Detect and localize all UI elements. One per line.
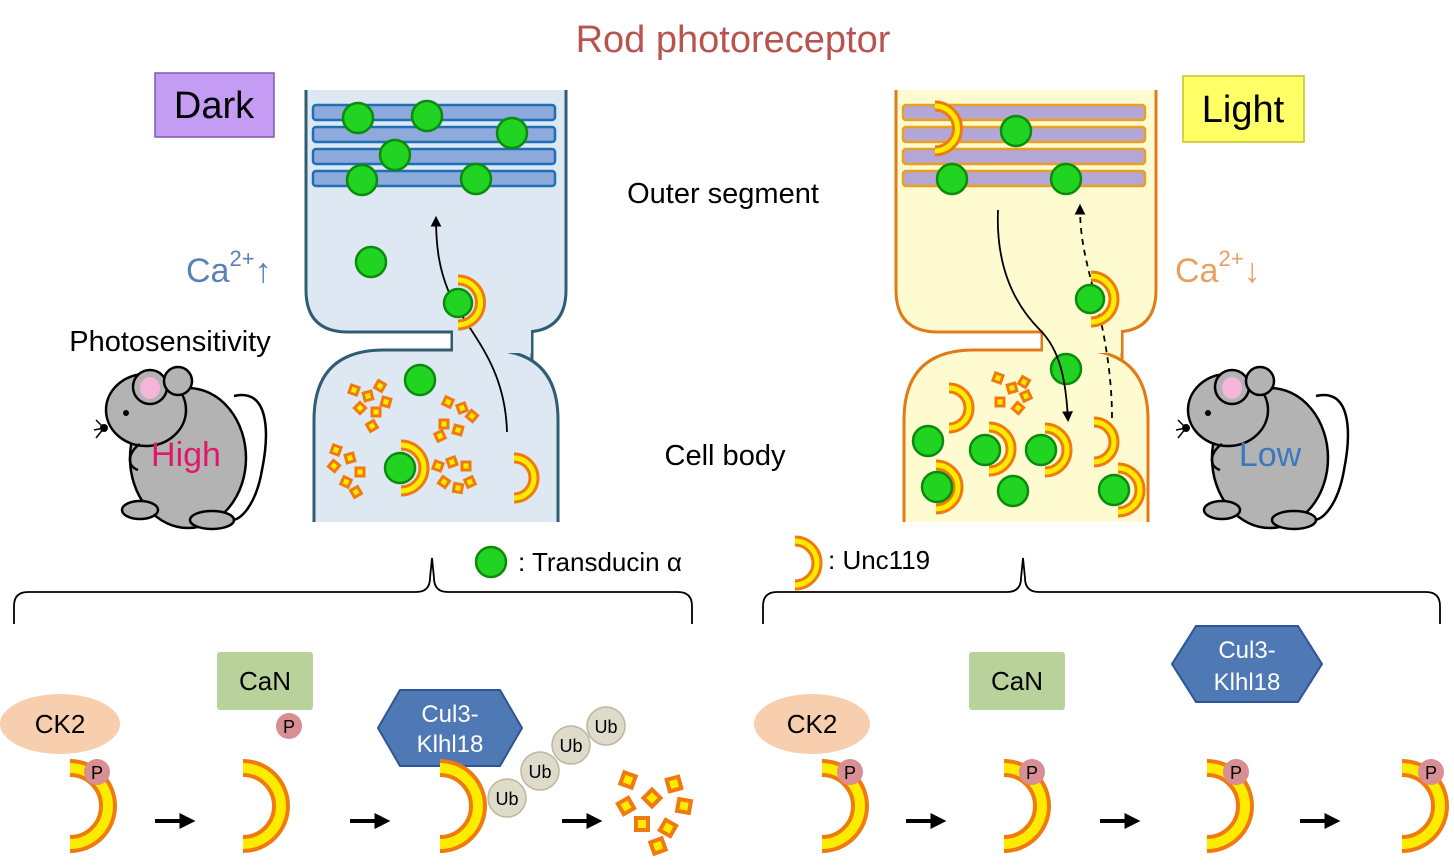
dark-rod-cell xyxy=(304,90,568,522)
ub-bubble xyxy=(487,778,527,818)
mouse-icon-light xyxy=(1175,365,1350,531)
dark-pathway: CK2 P CaN P Cul3- Klhl18 Ub Ub Ub Ub xyxy=(0,652,694,857)
svg-text:P: P xyxy=(1230,763,1242,783)
svg-text:Cul3-: Cul3- xyxy=(1218,637,1275,664)
legend-transducin-label: : Transducin α xyxy=(518,547,682,577)
ck2-light xyxy=(754,694,870,754)
photosensitivity-high: High xyxy=(151,436,221,474)
svg-text:Ub: Ub xyxy=(559,736,582,756)
light-rod-cell xyxy=(894,90,1158,522)
svg-text:Ub: Ub xyxy=(495,789,518,809)
ub-bubble xyxy=(586,706,626,746)
svg-text:P: P xyxy=(844,763,856,783)
dark-brace xyxy=(13,557,693,624)
mouse-icon-dark xyxy=(93,365,268,531)
svg-text:Klhl18: Klhl18 xyxy=(417,731,484,758)
photosensitivity-low: Low xyxy=(1239,436,1302,474)
svg-text:CK2: CK2 xyxy=(787,709,838,739)
transducin-circle xyxy=(442,287,474,319)
dark-label: Dark xyxy=(174,85,255,127)
cul3-klhl18-dark xyxy=(376,689,524,767)
svg-text:P: P xyxy=(283,717,295,737)
ca-light-label: Ca2+↓ xyxy=(1175,246,1261,290)
light-pathway: CK2 P CaN P Cul3- Klhl18 P P xyxy=(754,625,1449,853)
cul3-klhl18-light xyxy=(1170,625,1324,703)
svg-text:P: P xyxy=(1026,763,1038,783)
svg-text:P: P xyxy=(1425,763,1437,783)
svg-text:CK2: CK2 xyxy=(35,709,86,739)
svg-text:P: P xyxy=(91,763,103,783)
can-light xyxy=(969,652,1065,710)
dark-label-box xyxy=(154,72,275,138)
svg-text:Ub: Ub xyxy=(528,762,551,782)
legend-transducin-swatch xyxy=(474,545,508,579)
photosensitivity-label: Photosensitivity xyxy=(69,326,271,358)
figure-title: Rod photoreceptor xyxy=(576,19,891,61)
dark-transducin-group xyxy=(341,99,529,397)
can-dark xyxy=(217,652,313,710)
svg-text:Cul3-: Cul3- xyxy=(421,701,478,728)
degraded-fragments-bottom xyxy=(615,769,694,857)
light-label: Light xyxy=(1202,89,1285,131)
ca-dark-label: Ca2+↑ xyxy=(186,246,272,290)
svg-text:Ub: Ub xyxy=(594,717,617,737)
svg-text:Klhl18: Klhl18 xyxy=(1214,669,1281,696)
ck2-dark xyxy=(0,694,120,754)
cell-body-label: Cell body xyxy=(665,440,786,472)
ub-bubble xyxy=(520,751,560,791)
light-brace xyxy=(762,557,1441,624)
ub-bubble xyxy=(551,725,591,765)
svg-text:CaN: CaN xyxy=(239,666,291,696)
legend-unc119-label: : Unc119 xyxy=(828,545,930,575)
degraded-fragments-dark xyxy=(326,378,480,500)
svg-text:CaN: CaN xyxy=(991,666,1043,696)
outer-segment-label: Outer segment xyxy=(627,178,819,210)
light-label-box xyxy=(1182,75,1305,143)
